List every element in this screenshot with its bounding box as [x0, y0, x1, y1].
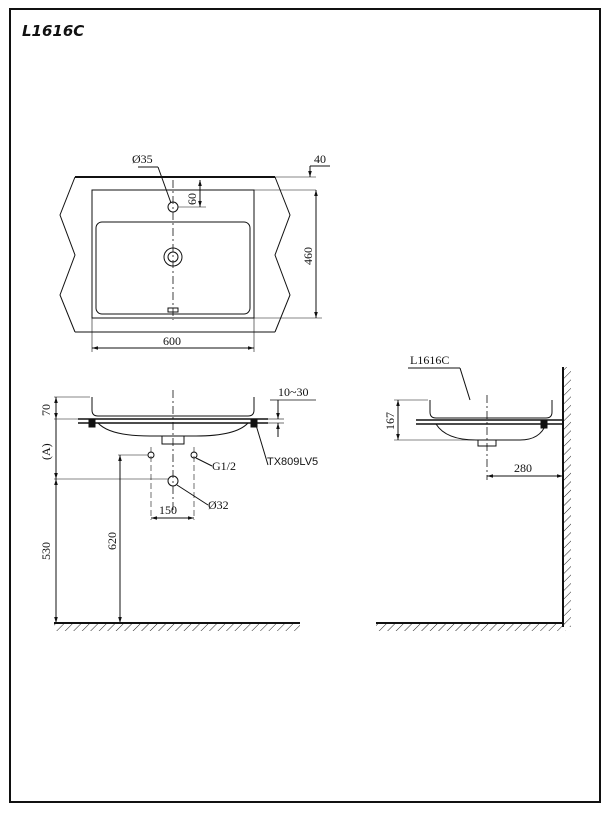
label-offset: 40	[314, 152, 326, 166]
g12-leader	[195, 457, 213, 467]
top-view	[59, 165, 330, 352]
drain-outlet-icon	[167, 475, 179, 487]
counter-break-right	[274, 176, 291, 333]
label-width: 600	[163, 334, 181, 348]
page-border	[9, 8, 601, 803]
label-tap-hole: Ø35	[132, 152, 153, 166]
front-view	[54, 390, 316, 631]
basin-outline	[91, 189, 255, 319]
side-basin-rim	[429, 400, 553, 419]
side-fixing-icon	[540, 419, 548, 429]
label-drain-dia: Ø32	[208, 498, 229, 512]
basin-rim	[91, 397, 255, 417]
label-a: (A)	[39, 443, 53, 460]
model-title: L1616C	[22, 22, 85, 40]
label-supply-height: 620	[105, 532, 119, 550]
label-side-model: L1616C	[410, 353, 449, 367]
side-floor-hatch	[376, 623, 566, 631]
tap-hole-leader	[157, 166, 172, 204]
side-view	[376, 367, 571, 631]
wall-hatch	[563, 367, 571, 627]
label-drain-height: 530	[39, 542, 53, 560]
floor-hatch	[54, 623, 300, 631]
label-fitting-model: TX809LV5	[267, 456, 318, 468]
label-supply-thread: G1/2	[212, 459, 236, 473]
label-tap-distance: 60	[185, 193, 199, 205]
fitting-leader	[255, 424, 269, 466]
fixing-left-icon	[88, 418, 96, 428]
drain-leader	[176, 484, 209, 506]
fixing-right-icon	[250, 418, 258, 428]
label-supply-spacing: 150	[159, 503, 177, 517]
label-wall-distance: 280	[514, 461, 532, 475]
model-leader	[459, 367, 471, 401]
label-depth: 460	[301, 247, 315, 265]
side-bowl-underside	[435, 423, 547, 441]
label-counter-range: 10~30	[278, 385, 309, 399]
label-rim-height: 70	[39, 404, 53, 416]
counter-break-left	[59, 176, 76, 333]
label-side-height: 167	[383, 412, 397, 430]
